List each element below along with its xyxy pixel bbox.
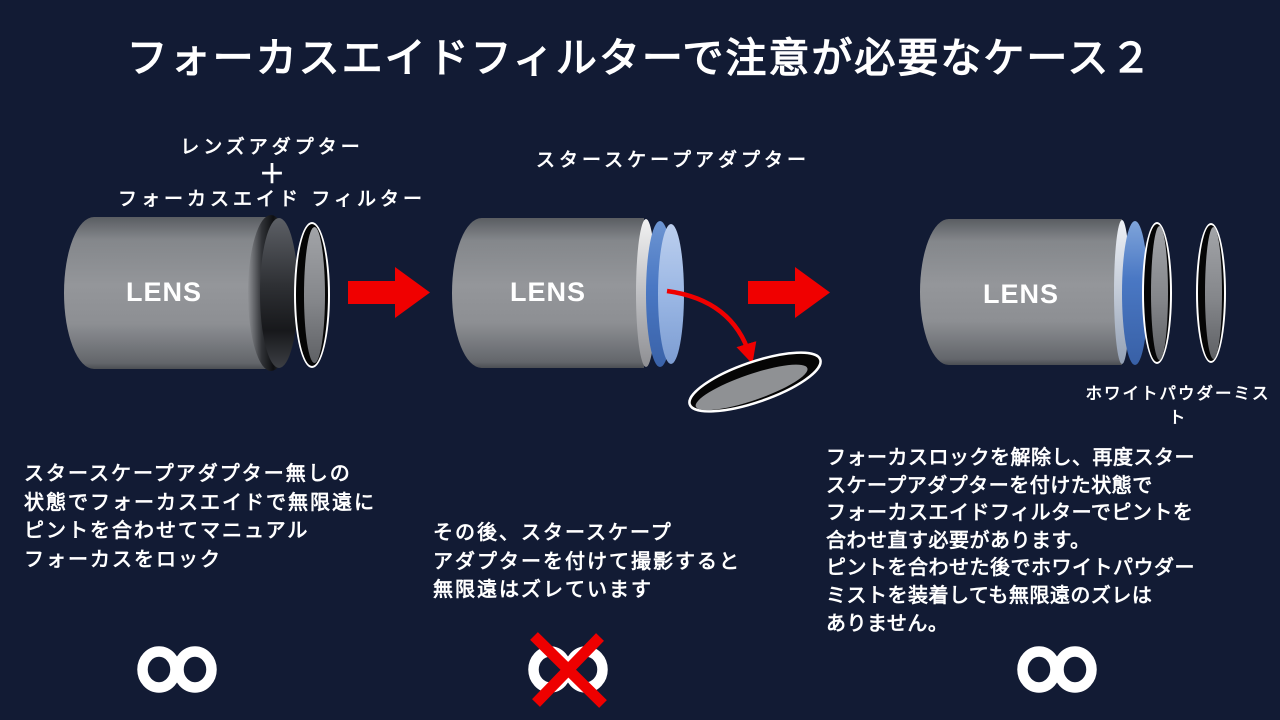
lens1-adapter-face <box>260 218 298 368</box>
red-cross-icon <box>530 632 607 708</box>
red-arrow-right-icon-1 <box>348 267 430 318</box>
white-powder-mist-label: ホワイトパウダーミスト <box>1085 385 1271 427</box>
focus-aid-filter-label: フォーカスエイド フィルター <box>118 189 426 210</box>
tilted-filter-disc-icon <box>688 351 822 413</box>
infinity-icon-left <box>137 646 217 693</box>
lens3-filter-disc-face <box>1151 226 1168 360</box>
lens1-cylinder <box>64 217 266 369</box>
lens3-cylinder <box>920 219 1122 365</box>
stage1-note: スタースケープアダプター無しの 状態でフォーカスエイドで無限遠に ピントを合わせ… <box>24 463 376 571</box>
red-curved-arrow-icon <box>666 288 757 364</box>
lens-adapter-label: レンズアダプター <box>180 137 364 158</box>
stage2-label: スタースケープアダプター <box>505 148 841 174</box>
lens1-filter-disc-face <box>304 227 325 363</box>
stage1-label: レンズアダプター ＋ フォーカスエイド フィルター <box>104 135 440 213</box>
lens2-cylinder <box>452 218 644 368</box>
lens2-text: LENS <box>509 277 586 307</box>
slide-title: フォーカスエイドフィルターで注意が必要なケース２ <box>126 35 1154 81</box>
stage2-note: その後、スタースケープ アダプターを付けて撮影すると 無限遠はズレています <box>433 522 741 601</box>
lens1-text: LENS <box>125 277 202 307</box>
red-arrow-right-icon-2 <box>748 267 830 318</box>
mist-filter-disc-face <box>1205 227 1222 359</box>
plus-sign: ＋ <box>258 159 285 189</box>
stage3-note: フォーカスロックを解除し、再度スター スケープアダプターを付けた状態で フォーカ… <box>826 447 1195 635</box>
lens3-text: LENS <box>982 279 1059 309</box>
starscape-adapter-label: スタースケープアダプター <box>536 150 810 171</box>
infinity-icon-right <box>1017 646 1097 693</box>
